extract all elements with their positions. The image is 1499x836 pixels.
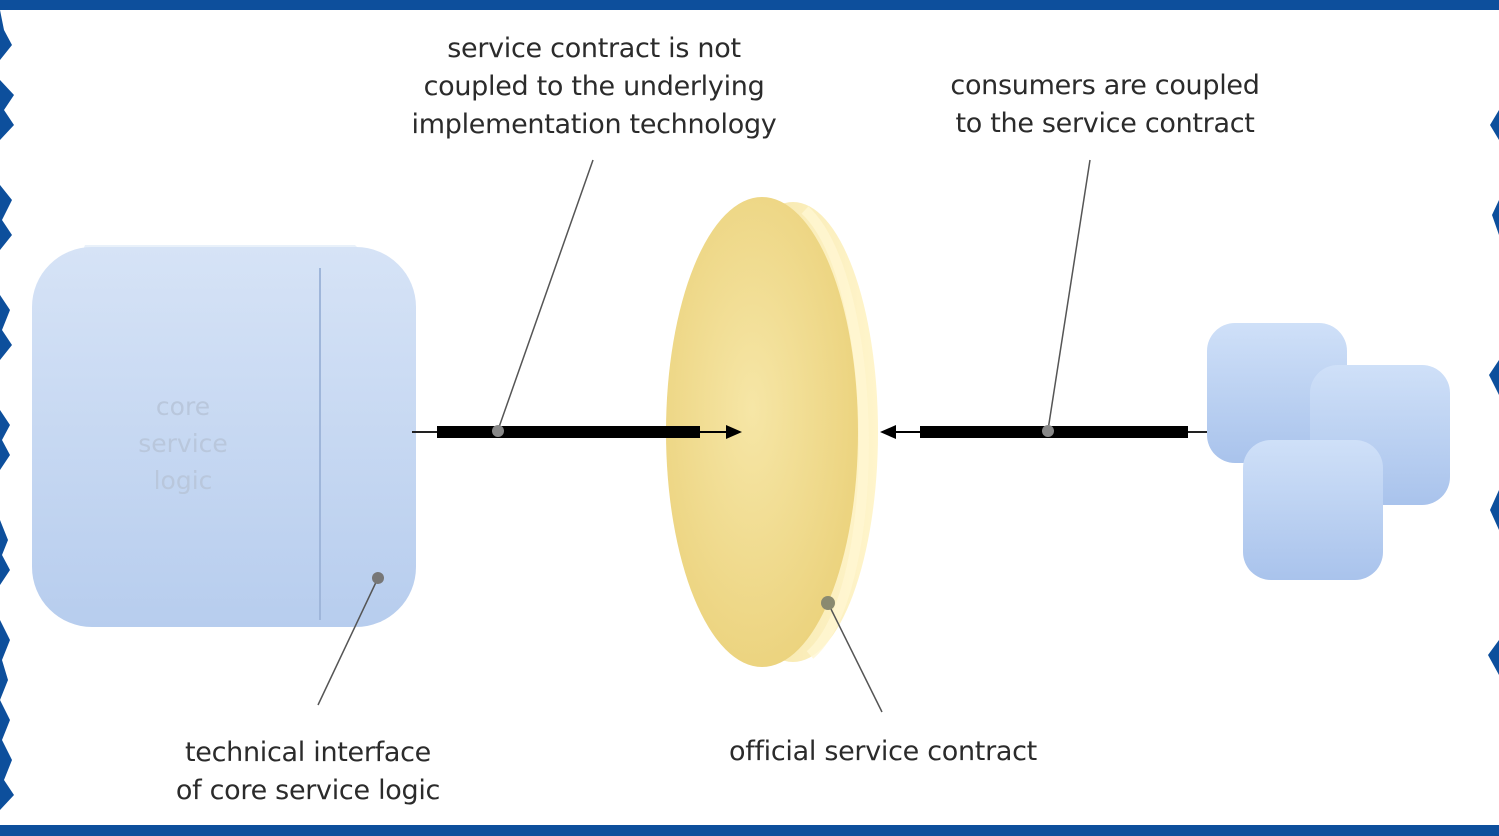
official-contract-disc — [666, 197, 858, 667]
contract-not-coupled-label: service contract is not coupled to the u… — [411, 33, 777, 140]
pointer-dot — [821, 596, 835, 610]
pointer-line — [317, 577, 379, 706]
consumers-coupled-label: consumers are coupled to the service con… — [950, 70, 1260, 139]
pointer-dot — [372, 572, 384, 584]
contract-disc-highlight — [801, 206, 869, 659]
arrow-head-left — [880, 425, 896, 439]
pointer-line — [1047, 159, 1091, 431]
pointer-dot — [1042, 425, 1054, 437]
arrow-head-right — [726, 425, 742, 439]
official-contract-label: official service contract — [729, 736, 1037, 767]
pointer-line — [497, 159, 594, 431]
pointer-line — [827, 602, 883, 713]
technical-interface-label: technical interface of core service logi… — [175, 737, 441, 806]
pointer-dot — [492, 425, 504, 437]
core-service-logic-label: core service logic — [138, 392, 228, 495]
consumer-box — [1243, 440, 1383, 580]
